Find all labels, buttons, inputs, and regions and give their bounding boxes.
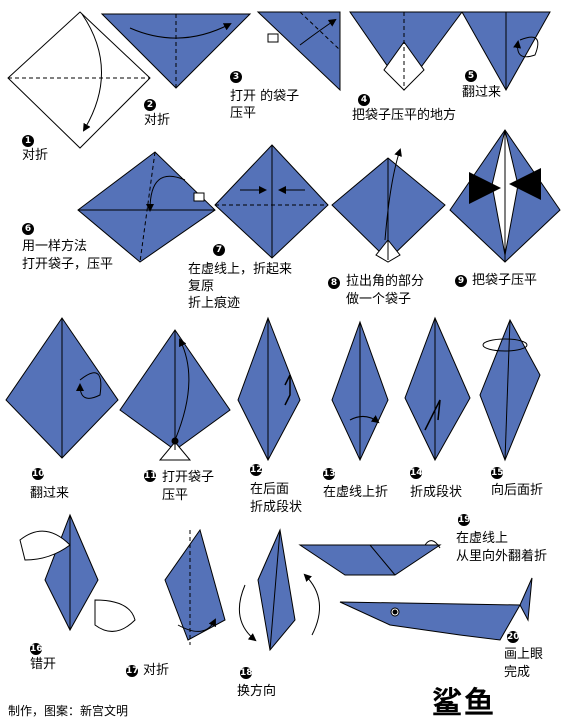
step-number: 11 xyxy=(144,470,157,482)
step5-figure xyxy=(461,11,551,92)
step9-figure xyxy=(449,129,561,263)
step-number: 12 xyxy=(250,464,263,476)
step19-figure xyxy=(298,540,442,576)
step-number: 19 xyxy=(458,514,471,526)
step2-figure xyxy=(100,13,252,89)
step1-label: 对折 xyxy=(22,148,49,163)
step15-figure xyxy=(479,318,541,462)
step18-label: 换方向 xyxy=(237,684,277,699)
step16-label: 错开 xyxy=(30,657,57,672)
step11-figure xyxy=(119,329,231,461)
step14-label: 折成段状 xyxy=(410,485,463,500)
step-number: 10 xyxy=(32,468,45,480)
step7-figure xyxy=(214,144,329,259)
step12-label: 折成段状 xyxy=(250,500,303,515)
step16-figure xyxy=(19,513,136,632)
step2-label: 对折 xyxy=(144,113,171,128)
step-number: 1 xyxy=(22,135,34,147)
step18-figure xyxy=(238,528,321,652)
step-number: 2 xyxy=(144,99,156,111)
step6-label: 用一样方法 xyxy=(22,239,88,254)
step11-label: 压平 xyxy=(162,488,189,503)
step20-figure xyxy=(339,577,533,641)
step-number: 8 xyxy=(328,277,340,289)
step17-label: 对折 xyxy=(143,663,170,678)
step-number: 13 xyxy=(323,468,336,480)
step4-figure xyxy=(349,11,463,91)
step15-label: 向后面折 xyxy=(491,483,544,498)
step-number: 4 xyxy=(358,94,370,106)
step-number: 16 xyxy=(30,643,43,655)
step-number: 20 xyxy=(507,631,520,643)
step-number: 18 xyxy=(240,667,253,679)
step20-label: 画上眼 xyxy=(504,647,544,662)
step-number: 17 xyxy=(126,665,139,677)
step12-label: 在后面 xyxy=(250,482,290,497)
step7-label: 复原 xyxy=(188,279,215,294)
step8-figure xyxy=(331,148,446,263)
step6-label: 打开袋子，压平 xyxy=(22,257,114,272)
step13-figure xyxy=(331,320,389,462)
step17-figure xyxy=(164,528,226,645)
step8-label: 拉出角的部分 xyxy=(346,274,425,289)
step5-label: 翻过来 xyxy=(462,85,502,100)
step3-figure xyxy=(256,11,341,92)
step4-label: 把袋子压平的地方 xyxy=(352,108,457,123)
step-number: 15 xyxy=(491,467,504,479)
step19-label: 从里向外翻着折 xyxy=(456,549,548,564)
step20-label: 完成 xyxy=(504,665,531,680)
step13-label: 在虚线上折 xyxy=(323,485,389,500)
step8-label: 做一个袋子 xyxy=(346,292,412,307)
page-title: 鲨鱼 xyxy=(432,686,496,721)
step7-label: 在虚线上，折起来 xyxy=(188,262,293,277)
step-number: 6 xyxy=(22,223,34,235)
step7-label: 折上痕迹 xyxy=(188,296,241,311)
step19-label: 在虚线上 xyxy=(456,531,509,546)
step10-figure xyxy=(5,317,119,459)
step10-label: 翻过来 xyxy=(30,486,70,501)
step-number: 7 xyxy=(213,244,225,256)
step3-label: 打开 的袋子 xyxy=(230,89,300,104)
step3-label: 压平 xyxy=(230,106,257,121)
step12-figure xyxy=(237,316,301,462)
step9-label: 把袋子压平 xyxy=(472,273,538,288)
credit-line: 制作，图案：新宫文明 xyxy=(8,704,129,718)
step-number: 9 xyxy=(455,275,467,287)
step1-figure xyxy=(7,11,151,149)
step6-figure xyxy=(77,151,216,263)
step14-figure xyxy=(404,316,471,462)
step-number: 5 xyxy=(465,70,477,82)
step11-label: 打开袋子 xyxy=(162,470,215,485)
step-number: 3 xyxy=(230,71,242,83)
step-number: 14 xyxy=(410,467,423,479)
